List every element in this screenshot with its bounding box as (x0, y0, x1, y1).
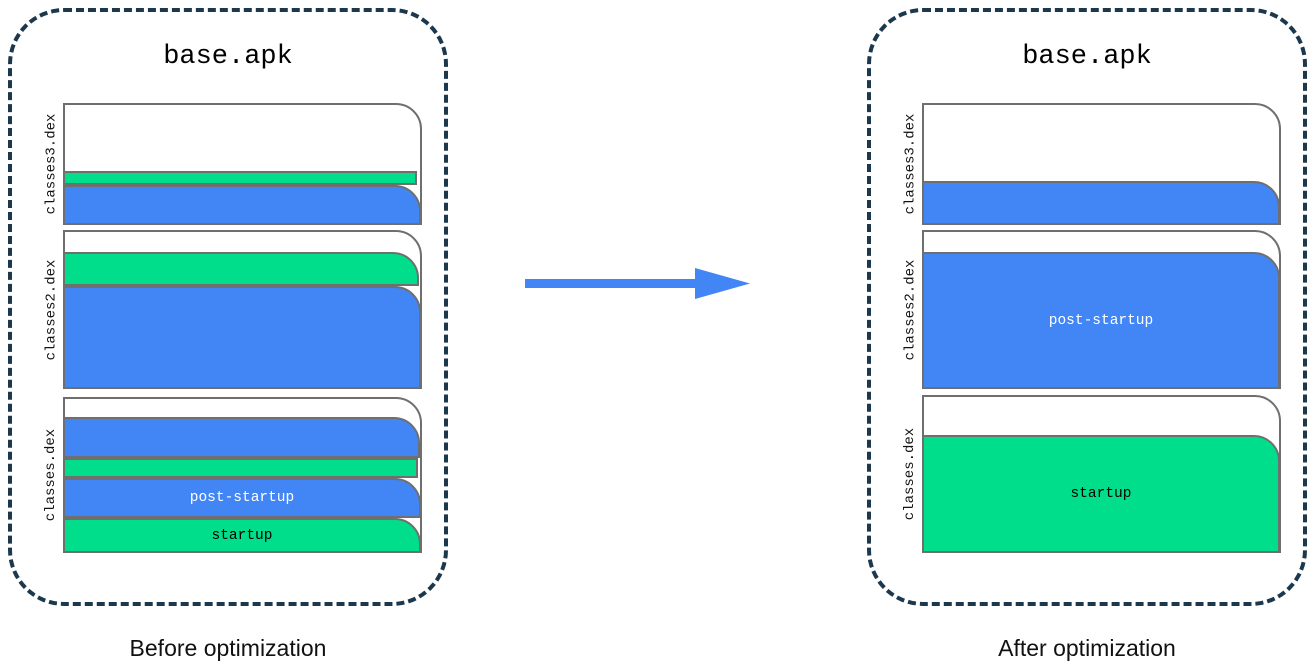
dex-segment-startup-after-classes: startup (922, 435, 1280, 553)
panel-title-after: base.apk (1022, 42, 1152, 72)
dex-segment-startup-before-classes3 (63, 171, 417, 185)
dex-label-before-classes2: classes2.dex (43, 259, 60, 360)
dex-segment-post-startup-before-classes2 (63, 286, 421, 389)
dex-block-after-classes: classes.dex startup (899, 395, 1281, 553)
caption-before-optimization: Before optimization (129, 635, 327, 661)
right-arrow (525, 268, 750, 300)
dex-segment-post-startup-before-classes-2: post-startup (63, 478, 421, 518)
dex-label-after-classes3: classes3.dex (902, 113, 919, 215)
dex-block-after-classes2: classes2.dex post-startup (899, 230, 1281, 389)
dex-segment-startup-before-classes2 (63, 252, 419, 286)
dex-label-before-classes3: classes3.dex (43, 113, 60, 215)
dex-segment-post-startup-before-classes3 (63, 185, 421, 225)
dex-segment-label: startup (1070, 486, 1132, 502)
right-arrow-icon (525, 268, 750, 299)
dex-block-before-classes: classes.dex post-startup startup (40, 397, 422, 553)
dex-segment-label: post-startup (1048, 312, 1154, 329)
dex-segment-label: post-startup (189, 490, 295, 506)
caption-after-optimization: After optimization (998, 635, 1176, 661)
dex-segment-post-startup-before-classes-1 (63, 417, 420, 458)
dex-block-before-classes3: classes3.dex (40, 103, 422, 225)
dex-segment-post-startup-after-classes2: post-startup (922, 252, 1280, 389)
dex-segment-startup-before-classes-1 (63, 458, 418, 478)
dex-label-before-classes: classes.dex (43, 428, 60, 522)
dex-segment-startup-before-classes-2: startup (63, 518, 421, 553)
panel-after-optimization: base.apk (867, 8, 1307, 606)
dex-segment-post-startup-after-classes3 (922, 181, 1280, 225)
dex-label-after-classes: classes.dex (902, 427, 919, 521)
panel-title-before: base.apk (163, 42, 293, 72)
dex-label-after-classes2: classes2.dex (902, 259, 919, 360)
dex-segment-label: startup (211, 527, 273, 544)
panel-before-optimization: base.apk (8, 8, 448, 606)
dex-block-after-classes3: classes3.dex (899, 103, 1281, 225)
dex-block-before-classes2: classes2.dex (40, 230, 422, 389)
